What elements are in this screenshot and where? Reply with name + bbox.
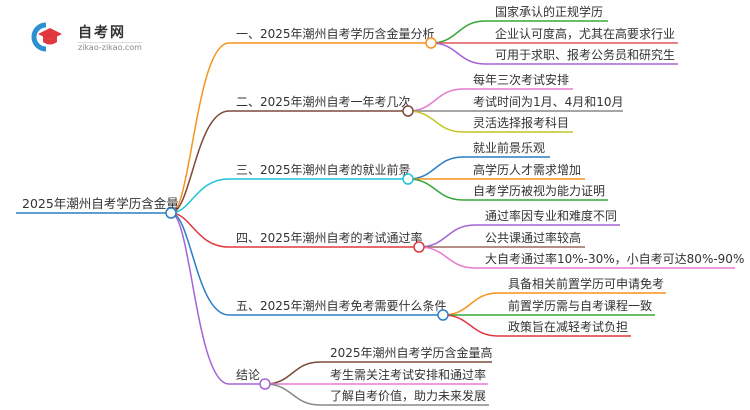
root-label[interactable]: 2025年潮州自考学历含金量 xyxy=(22,196,179,211)
leaf-connector xyxy=(430,42,486,65)
leaf-connector xyxy=(442,314,499,337)
branch-connector xyxy=(170,110,230,214)
leaf-label[interactable]: 公共课通过率较高 xyxy=(485,230,581,245)
leaf-label[interactable]: 2025年潮州自考学历含金量高 xyxy=(330,345,493,360)
leaf-label[interactable]: 考试时间为1月、4月和10月 xyxy=(473,94,624,109)
branch-node[interactable] xyxy=(259,378,271,390)
leaf-label[interactable]: 企业认可度高，尤其在高要求行业 xyxy=(495,26,675,41)
branch-connector xyxy=(170,212,230,248)
leaf-label[interactable]: 大自考通过率10%-30%，小自考可达80%-90% xyxy=(485,251,744,266)
branch-connector xyxy=(170,212,230,316)
branch-node[interactable] xyxy=(402,173,414,185)
branch-label[interactable]: 四、2025年潮州自考的考试通过率 xyxy=(236,230,423,245)
leaf-connector xyxy=(442,292,499,316)
leaf-label[interactable]: 自考学历被视为能力证明 xyxy=(473,183,605,198)
leaf-label[interactable]: 国家承认的正规学历 xyxy=(495,4,603,19)
branch-node[interactable] xyxy=(425,37,437,49)
logo: 自考网 zikao-zikao.com xyxy=(30,22,142,52)
leaf-connector xyxy=(418,224,476,248)
leaf-label[interactable]: 高学历人才需求增加 xyxy=(473,162,581,177)
leaf-label[interactable]: 了解自考价值，助力未来发展 xyxy=(330,388,486,403)
branch-label[interactable]: 五、2025年潮州自考免考需要什么条件 xyxy=(236,298,447,313)
leaf-connector xyxy=(430,20,486,44)
branch-label[interactable]: 结论 xyxy=(236,368,260,382)
branch-label[interactable]: 二、2025年潮州自考一年考几次 xyxy=(236,94,411,109)
leaf-label[interactable]: 前置学历需与自考课程一致 xyxy=(508,298,652,313)
branch-node[interactable] xyxy=(402,105,414,117)
leaf-connector xyxy=(407,88,464,112)
leaf-label[interactable]: 具备相关前置学历可申请免考 xyxy=(508,276,664,291)
leaf-connector xyxy=(264,361,321,385)
logo-url: zikao-zikao.com xyxy=(78,42,142,52)
leaf-connector xyxy=(264,383,321,406)
leaf-connector xyxy=(407,156,464,180)
branch-node[interactable] xyxy=(413,241,425,253)
leaf-label[interactable]: 灵活选择报考科目 xyxy=(473,115,569,130)
logo-title: 自考网 xyxy=(78,25,126,41)
leaf-label[interactable]: 考生需关注考试安排和通过率 xyxy=(330,367,486,382)
leaf-label[interactable]: 政策旨在减轻考试负担 xyxy=(508,319,628,334)
leaf-label[interactable]: 就业前景乐观 xyxy=(473,140,545,155)
branch-label[interactable]: 三、2025年潮州自考的就业前景 xyxy=(236,162,411,177)
leaf-connector xyxy=(407,178,464,201)
graduation-cap-icon xyxy=(31,22,62,52)
leaf-connector xyxy=(407,110,464,133)
branch-connector xyxy=(170,212,230,385)
branch-node[interactable] xyxy=(437,309,449,321)
branch-connector xyxy=(170,178,230,214)
root-node[interactable] xyxy=(165,207,177,219)
branch-label[interactable]: 一、2025年潮州自考学历含金量分析 xyxy=(236,26,435,41)
branch-connector xyxy=(170,42,230,214)
leaf-label[interactable]: 通过率因专业和难度不同 xyxy=(485,208,617,223)
leaf-connector xyxy=(418,246,476,269)
leaf-label[interactable]: 每年三次考试安排 xyxy=(473,72,569,87)
leaf-label[interactable]: 可用于求职、报考公务员和研究生 xyxy=(495,47,675,62)
